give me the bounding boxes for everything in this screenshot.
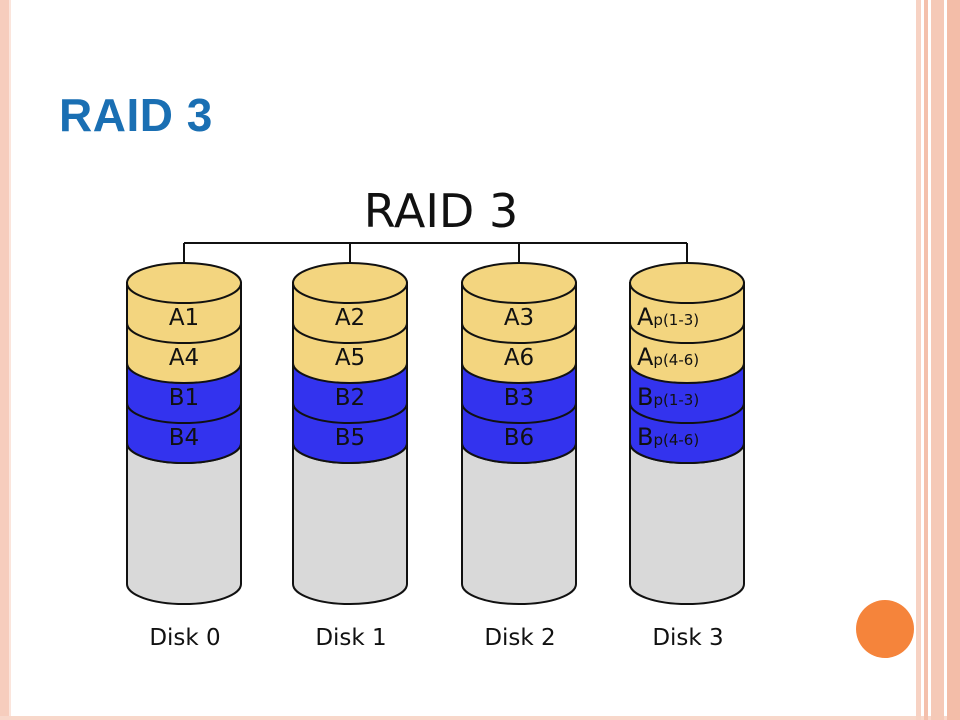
- disk-label: Disk 0: [149, 625, 220, 651]
- disk-empty-space: [126, 442, 242, 605]
- data-block-label: A2: [335, 305, 365, 331]
- data-block-label: B4: [169, 425, 199, 451]
- data-block-label: A1: [169, 305, 199, 331]
- frame-right-stripes: [916, 0, 960, 720]
- disk-label: Disk 1: [315, 625, 386, 651]
- frame-stripe: [931, 0, 944, 720]
- disk-label: Disk 3: [652, 625, 723, 651]
- connector-lines: [183, 242, 688, 283]
- disk-empty-space: [629, 442, 745, 605]
- data-block-label: B2: [335, 385, 365, 411]
- frame-stripe: [947, 0, 960, 720]
- frame-stripe: [916, 0, 921, 720]
- slide-title: RAID 3: [59, 89, 213, 141]
- accent-dot: [856, 600, 914, 658]
- disk-top-cap: [126, 262, 242, 304]
- data-block-label: B6: [504, 425, 534, 451]
- parity-block-letter: A: [637, 303, 654, 331]
- frame-bottom-border: [0, 716, 960, 720]
- disk-empty-space: [461, 442, 577, 605]
- disk-label: Disk 2: [484, 625, 555, 651]
- data-block-label: A4: [169, 345, 199, 371]
- data-block-label: B3: [504, 385, 534, 411]
- parity-block-letter: B: [637, 383, 653, 411]
- disk-3: Ap(1-3)Ap(4-6)Bp(1-3)Bp(4-6)Disk 3: [629, 262, 745, 651]
- frame-left-border: [0, 0, 9, 720]
- parity-block-label: Ap(1-3): [637, 303, 699, 331]
- parity-block-letter: A: [637, 343, 654, 371]
- disk-top-cap: [629, 262, 745, 304]
- parity-block-range: p(4-6): [653, 431, 699, 449]
- parity-block-label: Ap(4-6): [637, 343, 699, 371]
- frame-left-line: [9, 0, 11, 720]
- disk-empty-space: [292, 442, 408, 605]
- parity-block-range: p(1-3): [653, 311, 699, 329]
- disk-top-cap: [292, 262, 408, 304]
- parity-block-label: Bp(4-6): [637, 423, 699, 451]
- disk-top-cap: [461, 262, 577, 304]
- data-block-label: A6: [504, 345, 534, 371]
- parity-block-range: p(1-3): [653, 391, 699, 409]
- diagram-title: RAID 3: [364, 184, 518, 238]
- data-block-label: B5: [335, 425, 365, 451]
- frame-stripe: [924, 0, 928, 720]
- data-block-label: A3: [504, 305, 534, 331]
- data-block-label: B1: [169, 385, 199, 411]
- parity-block-label: Bp(1-3): [637, 383, 699, 411]
- parity-block-range: p(4-6): [653, 351, 699, 369]
- data-block-label: A5: [335, 345, 365, 371]
- parity-block-letter: B: [637, 423, 653, 451]
